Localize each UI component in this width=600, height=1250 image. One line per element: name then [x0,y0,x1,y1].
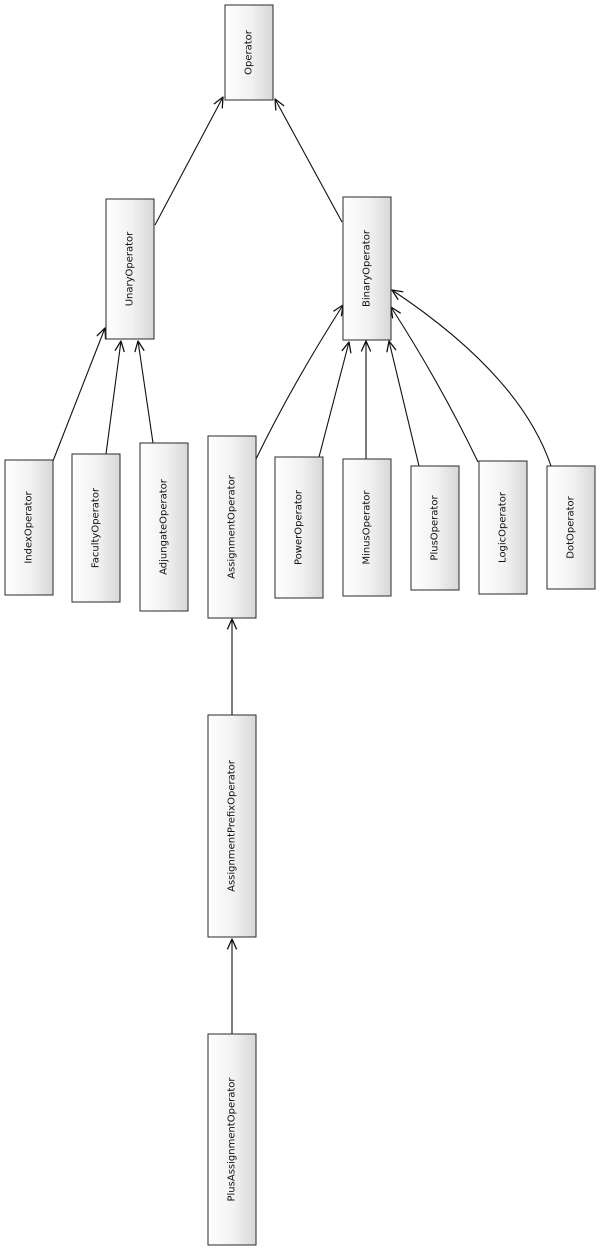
edge-index-to-unary [52,327,107,462]
edge-line [274,98,343,223]
class-node-index: IndexOperator [4,459,54,596]
edge-line [154,96,224,226]
arrowhead [134,340,145,353]
class-node-faculty: FacultyOperator [71,453,121,603]
class-node-power: PowerOperator [274,456,324,599]
class-node-binary: BinaryOperator [342,196,392,341]
arrowhead [96,327,107,340]
class-box [478,460,528,595]
class-box [207,435,257,619]
class-name-label: AssignmentPrefixOperator [227,759,238,892]
class-name-label: DotOperator [566,495,577,558]
edge-line [137,340,154,444]
class-box [207,714,257,938]
class-box [105,198,155,340]
class-name-label: MinusOperator [362,490,373,565]
class-name-label: AdjungateOperator [159,478,170,575]
edge-power-to-binary [318,341,352,458]
arrowhead [226,938,238,950]
arrowhead [274,98,285,111]
class-name-label: PowerOperator [294,489,305,565]
class-box [207,1033,257,1246]
class-name-label: FacultyOperator [91,487,102,568]
edge-minus-to-binary [360,340,372,459]
arrowhead [390,306,401,319]
class-node-assignment: AssignmentOperator [207,435,257,619]
arrowhead [333,304,344,317]
class-box [71,453,121,603]
class-name-label: PlusOperator [430,495,441,561]
edge-adjungate-to-unary [134,340,154,444]
edge-faculty-to-unary [105,340,125,455]
arrowhead [226,618,238,630]
edge-dot-to-binary [391,289,552,467]
edge-plus_assignment-to-assignment_prefix [226,938,238,1034]
edge-line [391,289,552,467]
class-name-label: BinaryOperator [362,229,373,307]
class-box [342,196,392,341]
class-node-adjungate: AdjungateOperator [139,442,189,612]
class-box [342,458,392,597]
edge-line [52,327,106,462]
edge-line [388,340,420,467]
class-name-label: AssignmentOperator [227,474,238,579]
edge-assignment-to-binary [255,304,344,460]
class-node-dot: DotOperator [546,465,596,590]
edge-line [255,304,344,460]
class-name-label: UnaryOperator [125,231,136,306]
class-node-assignment-prefix: AssignmentPrefixOperator [207,714,257,938]
edge-line [318,341,350,458]
edge-line [390,306,479,463]
class-node-minus: MinusOperator [342,458,392,597]
class-box [410,465,460,591]
class-box [274,456,324,599]
arrowhead [360,340,372,352]
edge-unary-to-operator [154,96,224,226]
class-node-logic: LogicOperator [478,460,528,595]
arrowhead [391,289,404,300]
edge-logic-to-binary [390,306,479,463]
arrowhead [114,340,125,353]
class-node-plus: PlusOperator [410,465,460,591]
class-node-unary: UnaryOperator [105,198,155,340]
class-name-label: IndexOperator [24,490,35,563]
arrowhead [213,96,224,109]
edge-assignment_prefix-to-assignment [226,618,238,715]
class-box [4,459,54,596]
class-box [546,465,596,590]
class-box [139,442,189,612]
arrowhead [341,341,352,354]
edges-layer [52,96,552,1034]
edge-binary-to-operator [274,98,343,223]
class-name-label: Operator [244,29,255,75]
class-name-label: PlusAssignmentOperator [227,1077,238,1202]
class-name-label: LogicOperator [498,491,509,563]
edge-line [105,340,122,455]
class-node-plus-assignment: PlusAssignmentOperator [207,1033,257,1246]
class-node-operator: Operator [224,4,274,101]
edge-plus-to-binary [386,340,420,467]
arrowhead [386,340,397,353]
class-box [224,4,274,101]
